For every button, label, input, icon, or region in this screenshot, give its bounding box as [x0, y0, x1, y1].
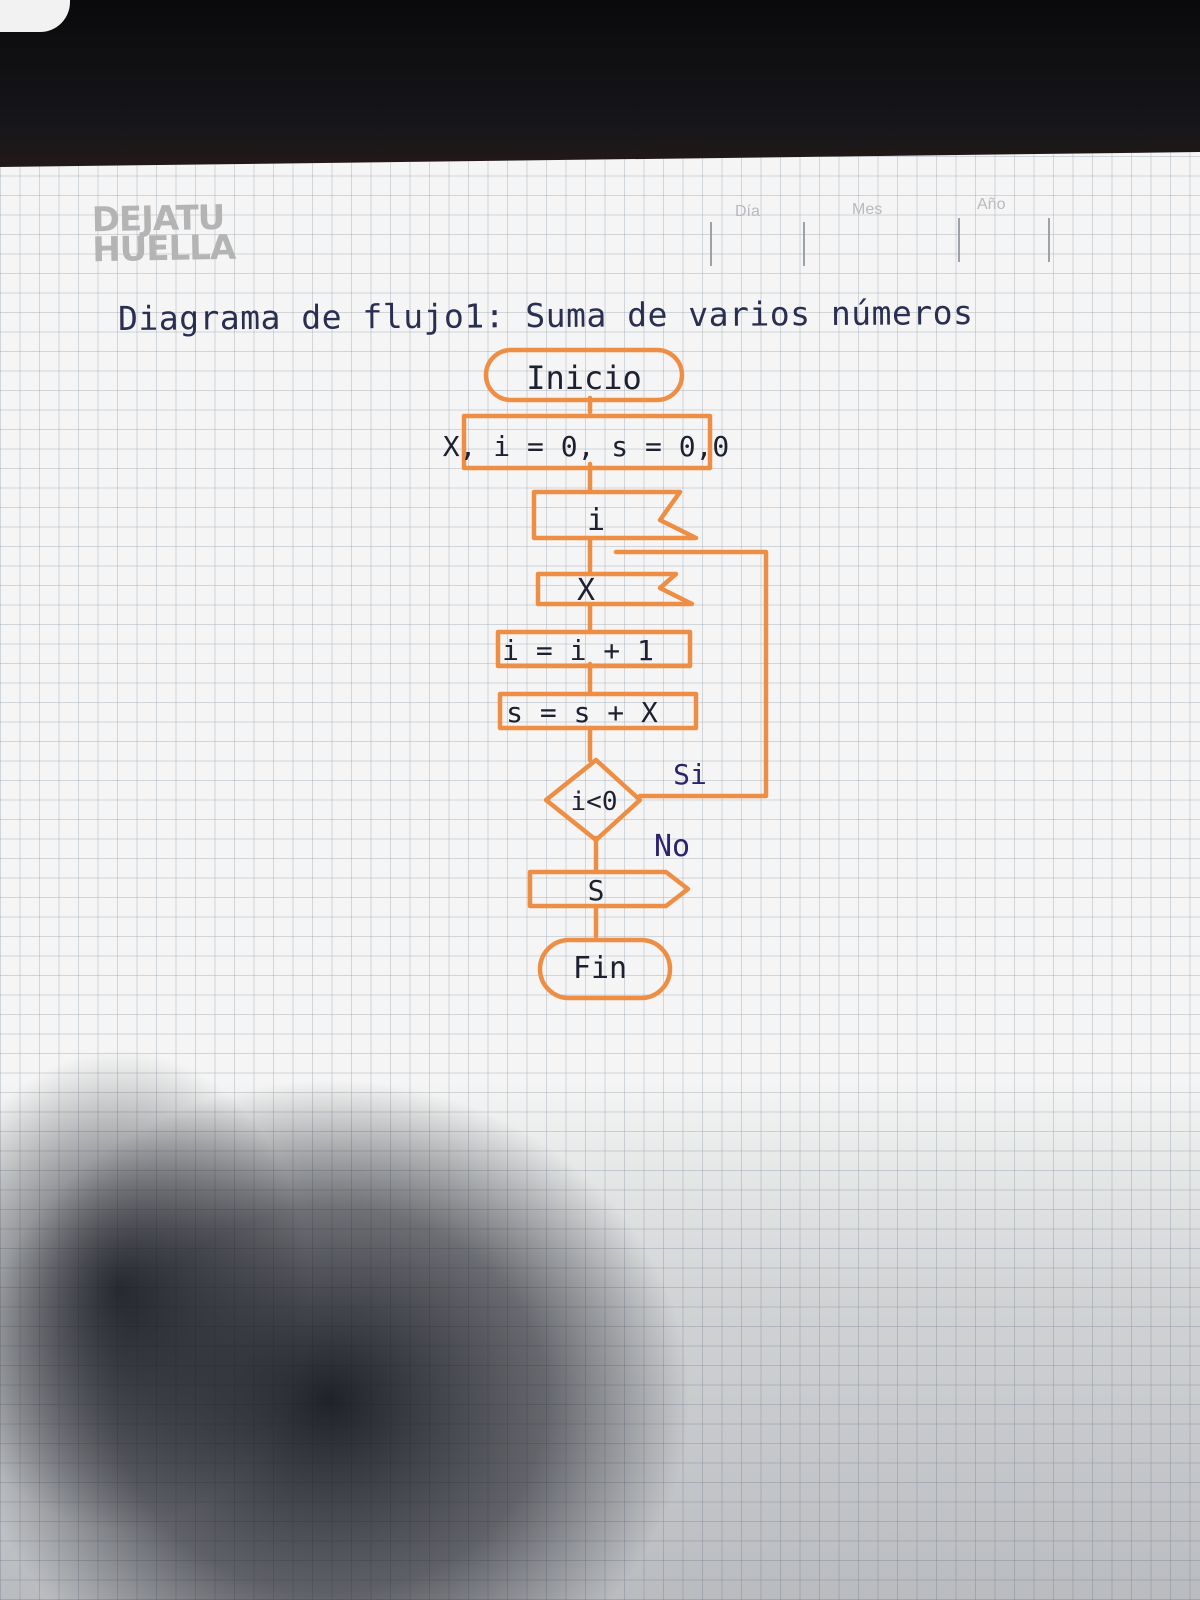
input-i-label: i	[587, 503, 605, 538]
output-shape	[527, 869, 691, 909]
input-x-shape	[535, 571, 695, 607]
increment-label: i = i + 1	[502, 634, 654, 667]
end-label: Fin	[573, 951, 627, 986]
condition-label: i<0	[571, 787, 618, 817]
no-branch-label: No	[654, 829, 690, 864]
output-label: S	[588, 874, 605, 907]
accumulate-label: s = s + X	[506, 696, 658, 729]
input-i-shape	[531, 489, 699, 541]
start-label: Inicio	[526, 359, 642, 397]
yes-branch-label: Si	[673, 758, 707, 791]
init-label: X, i = 0, s = 0,0	[443, 430, 730, 463]
input-x-label: X	[577, 573, 595, 608]
